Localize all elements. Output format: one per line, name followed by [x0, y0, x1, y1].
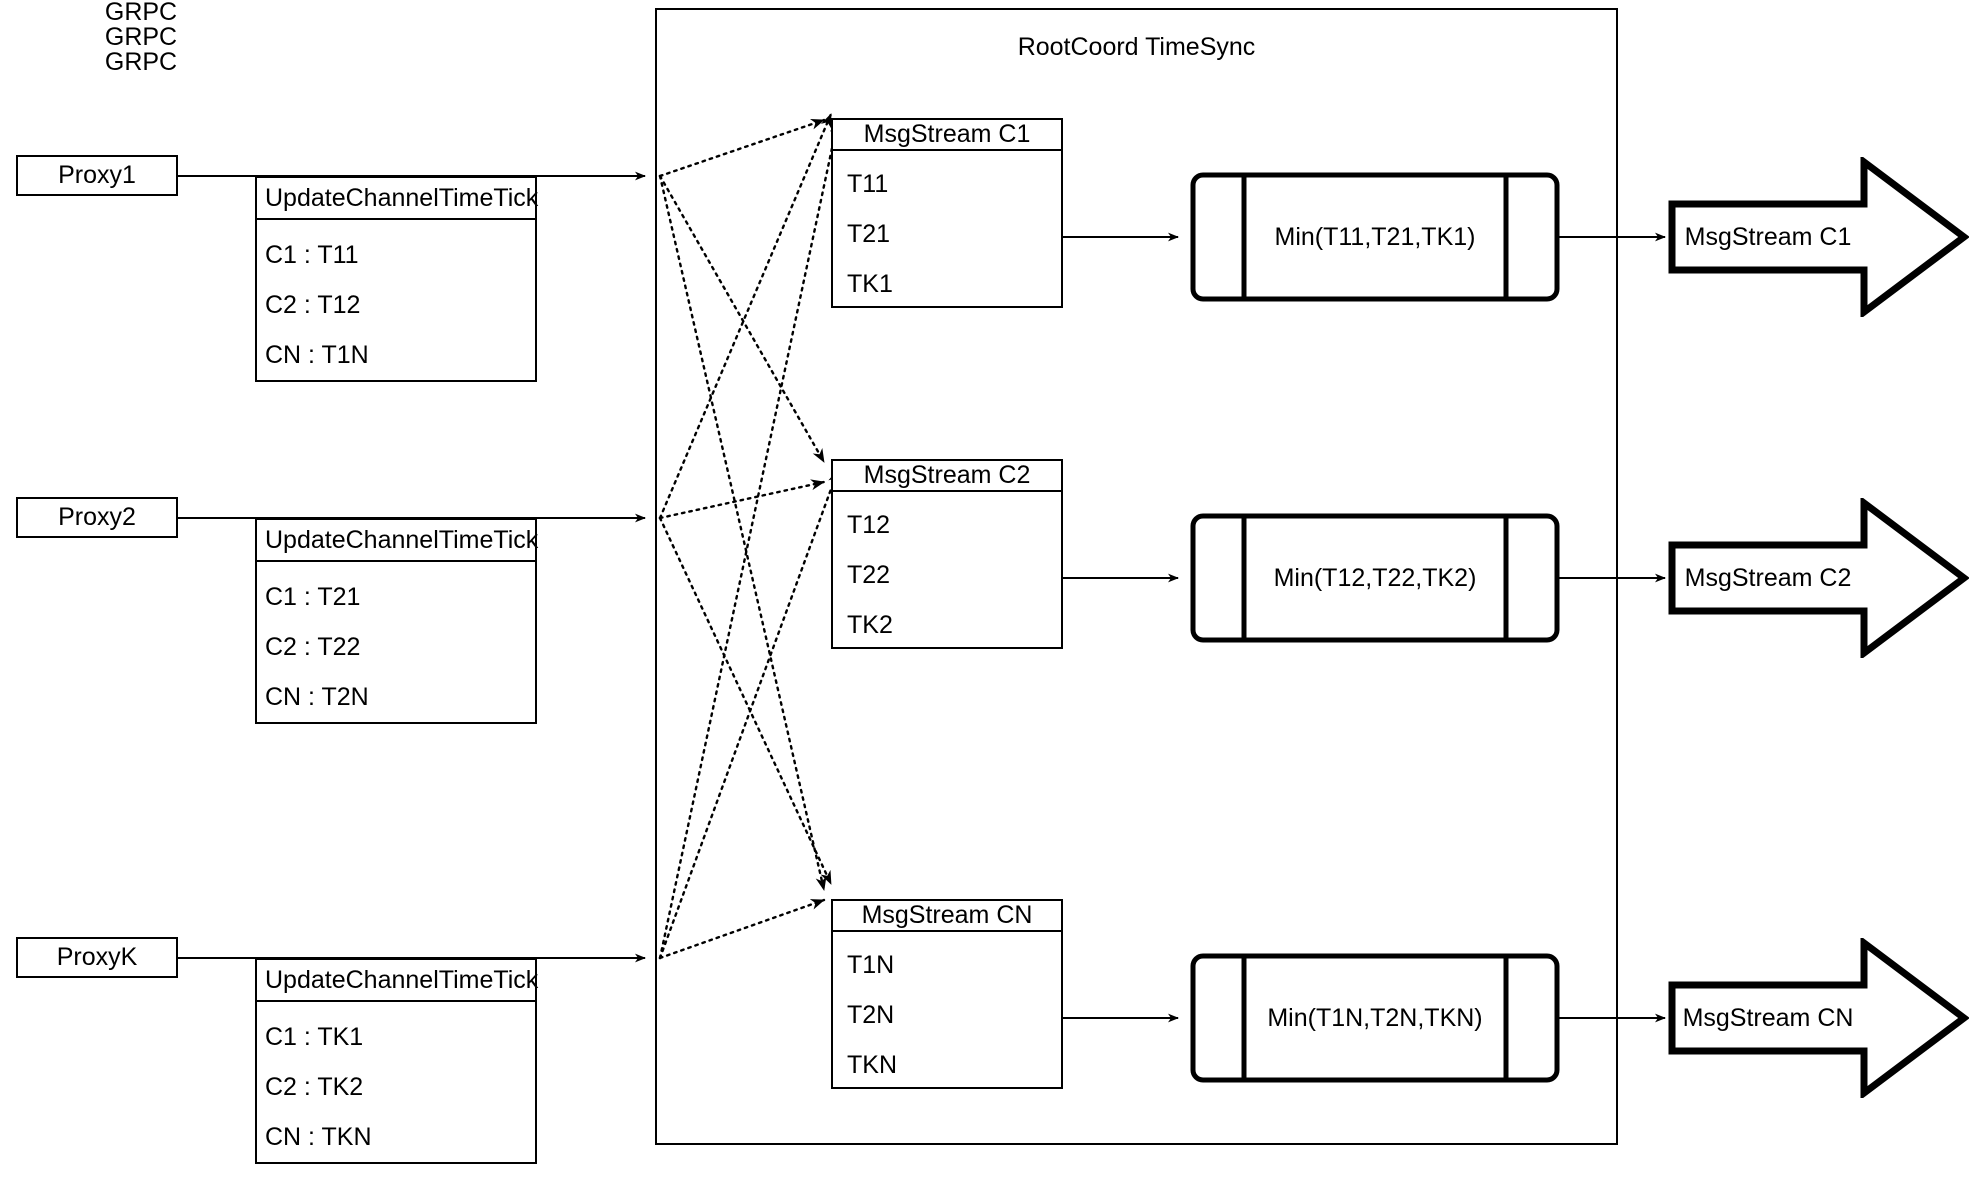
grpc-label-3: GRPC — [104, 48, 178, 76]
msgstream-table-row: T11 — [847, 169, 889, 198]
timetick-table-row: CN : TKN — [265, 1122, 372, 1151]
msgstream-table-body: T1N T2N TKN — [833, 932, 1061, 1090]
msgstream-table-2: MsgStream C2 T12 T22 TK2 — [831, 459, 1063, 649]
proxy-box-2[interactable]: Proxy2 — [16, 497, 178, 538]
timetick-table-row: CN : T2N — [265, 682, 369, 711]
msgstream-table-1: MsgStream C1 T11 T21 TK1 — [831, 118, 1063, 308]
timetick-table-row: C1 : TK1 — [265, 1022, 364, 1051]
proxy-label: ProxyK — [56, 943, 138, 971]
rootcoord-timesync-title: RootCoord TimeSync — [1017, 33, 1256, 61]
min-process-box-2: Min(T12,T22,TK2) — [1190, 513, 1560, 643]
proxy-label: Proxy2 — [58, 503, 136, 531]
timetick-table-body: C1 : T11 C2 : T12 CN : T1N — [257, 220, 535, 380]
timetick-table-row: CN : T1N — [265, 340, 369, 369]
msgstream-table-row: TKN — [847, 1050, 897, 1079]
timetick-fanout-edges — [658, 112, 841, 960]
msgstream-table-row: TK2 — [847, 610, 893, 639]
proxy-box-1[interactable]: Proxy1 — [16, 155, 178, 196]
msgstream-table-row: TK1 — [847, 269, 893, 298]
update-channel-timetick-table-2: UpdateChannelTimeTick C1 : T21 C2 : T22 … — [255, 518, 538, 724]
grpc-label-2: GRPC — [104, 23, 178, 51]
rootcoord-timesync-container — [655, 8, 1618, 1145]
msgstream-table-row: T2N — [847, 1000, 895, 1029]
proxy-box-3[interactable]: ProxyK — [16, 937, 178, 978]
msgstream-table-header: MsgStream C1 — [833, 120, 1061, 151]
timetick-table-row: C2 : TK2 — [265, 1072, 364, 1101]
timetick-table-header: UpdateChannelTimeTick — [257, 960, 538, 1002]
msgstream-table-header: MsgStream CN — [833, 901, 1061, 932]
grpc-label-1: GRPC — [104, 0, 178, 26]
timetick-table-body: C1 : TK1 C2 : TK2 CN : TKN — [257, 1002, 535, 1162]
msgstream-table-header: MsgStream C2 — [833, 461, 1061, 492]
process-to-output-edges — [1555, 232, 1666, 1023]
output-msgstream-arrow-2: MsgStream C2 — [1668, 498, 1969, 658]
timetick-table-header: UpdateChannelTimeTick — [257, 178, 538, 220]
timetick-table-row: C2 : T12 — [265, 290, 361, 319]
msgstream-to-process-edges — [1063, 232, 1179, 1023]
timetick-table-body: C1 : T21 C2 : T22 CN : T2N — [257, 562, 535, 722]
msgstream-table-row: T12 — [847, 510, 891, 539]
update-channel-timetick-table-3: UpdateChannelTimeTick C1 : TK1 C2 : TK2 … — [255, 958, 538, 1164]
update-channel-timetick-table-1: UpdateChannelTimeTick C1 : T11 C2 : T12 … — [255, 176, 538, 382]
timetick-table-row: C1 : T21 — [265, 582, 361, 611]
msgstream-table-row: T22 — [847, 560, 891, 589]
msgstream-table-3: MsgStream CN T1N T2N TKN — [831, 899, 1063, 1089]
min-process-box-3: Min(T1N,T2N,TKN) — [1190, 953, 1560, 1083]
min-process-box-1: Min(T11,T21,TK1) — [1190, 172, 1560, 302]
output-msgstream-arrow-3: MsgStream CN — [1668, 938, 1969, 1098]
output-msgstream-arrow-1: MsgStream C1 — [1668, 157, 1969, 317]
msgstream-table-body: T11 T21 TK1 — [833, 151, 1061, 309]
proxy-label: Proxy1 — [58, 161, 136, 189]
timetick-table-row: C1 : T11 — [265, 240, 359, 269]
msgstream-table-row: T21 — [847, 219, 891, 248]
timetick-table-header: UpdateChannelTimeTick — [257, 520, 538, 562]
timetick-table-row: C2 : T22 — [265, 632, 361, 661]
msgstream-table-row: T1N — [847, 950, 895, 979]
msgstream-table-body: T12 T22 TK2 — [833, 492, 1061, 650]
